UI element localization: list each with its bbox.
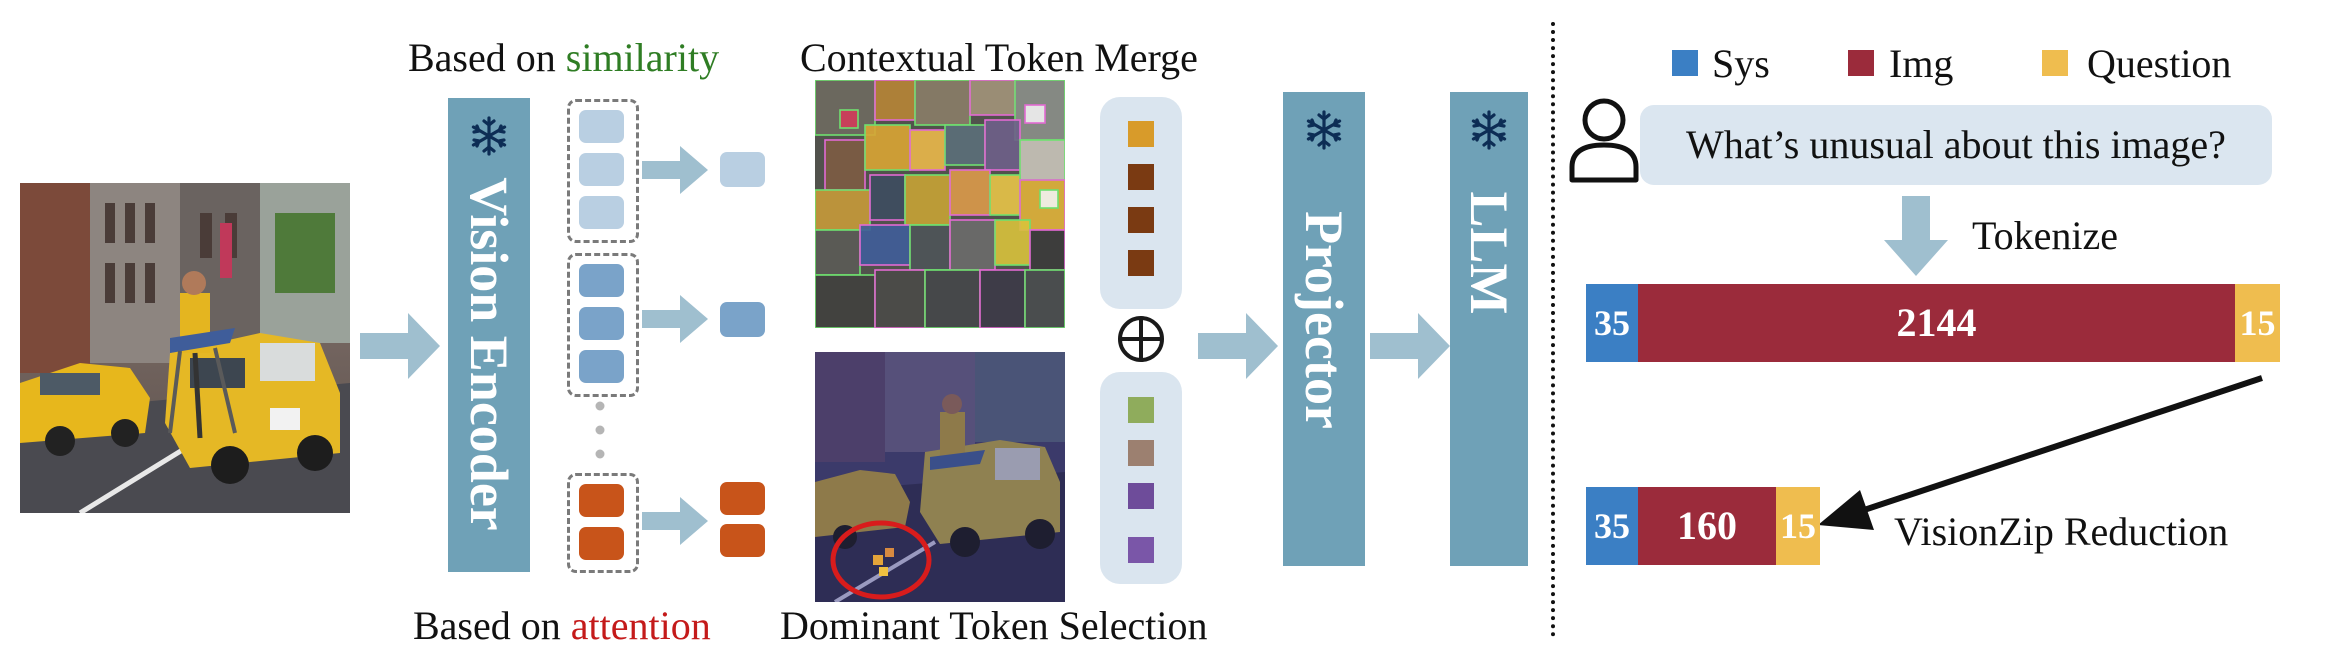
vision-encoder-block: Vision Encoder — [448, 98, 530, 572]
right-arrow-icon — [642, 146, 708, 194]
merged-token-mid — [720, 302, 765, 337]
selected-token-1 — [1128, 397, 1154, 423]
token-group-orange — [567, 473, 639, 573]
token-orange-1 — [579, 484, 624, 517]
token-light-3 — [579, 196, 624, 229]
selected-token-orange-2 — [720, 524, 765, 557]
similarity-prefix: Based on — [408, 35, 566, 80]
right-arrow-icon — [360, 313, 440, 379]
merged-token-2 — [1128, 164, 1154, 190]
token-light-1 — [579, 110, 624, 143]
legend-swatch-question — [2042, 50, 2068, 76]
merged-token-1 — [1128, 121, 1154, 147]
token-group-light — [567, 99, 639, 243]
bar-reduced-sys: 35 — [1586, 487, 1638, 565]
projector-label: Projector — [1294, 210, 1354, 429]
right-arrow-icon — [642, 497, 708, 545]
legend-label-img: Img — [1889, 41, 1954, 86]
selected-token-2 — [1128, 440, 1154, 466]
bar-reduced-question: 15 — [1776, 487, 1820, 565]
legend-label-question: Question — [2087, 41, 2232, 86]
down-arrow-icon — [1884, 196, 1948, 276]
dominant-caption: Dominant Token Selection — [780, 603, 1208, 648]
merged-token-4 — [1128, 250, 1154, 276]
snowflake-icon — [1471, 110, 1507, 150]
question-text: What’s unusual about this image? — [1686, 122, 2226, 167]
dominant-selection-image — [815, 352, 1065, 602]
right-arrow-icon — [1370, 313, 1450, 379]
input-image — [20, 183, 350, 513]
bar-full-question: 15 — [2235, 284, 2280, 362]
attention-prefix: Based on — [413, 603, 571, 648]
merged-token-3 — [1128, 207, 1154, 233]
similarity-caption: Based on similarity — [408, 38, 719, 78]
legend-swatch-sys — [1672, 50, 1698, 76]
token-mid-2 — [579, 307, 624, 340]
legend-label-sys: Sys — [1712, 41, 1770, 86]
token-light-2 — [579, 153, 624, 186]
attention-caption: Based on attention — [413, 606, 711, 646]
question-bubble: What’s unusual about this image? — [1640, 105, 2272, 185]
token-bar-full: 35 2144 15 — [1586, 284, 2280, 362]
reduction-label: VisionZip Reduction — [1894, 509, 2229, 554]
attention-highlight: attention — [570, 603, 711, 648]
contextual-merge-image — [815, 80, 1065, 328]
token-mid-1 — [579, 264, 624, 297]
selected-token-4 — [1128, 537, 1154, 563]
vision-encoder-label: Vision Encoder — [459, 177, 519, 531]
snowflake-icon — [1306, 110, 1342, 150]
selected-token-orange-1 — [720, 482, 765, 515]
snowflake-icon — [471, 116, 507, 156]
contextual-caption: Contextual Token Merge — [800, 35, 1198, 80]
similarity-highlight: similarity — [565, 35, 720, 80]
bar-full-sys: 35 — [1586, 284, 1638, 362]
token-group-mid — [567, 253, 639, 397]
token-mid-3 — [579, 350, 624, 383]
section-divider — [1551, 22, 1555, 637]
ellipsis-dots — [595, 401, 605, 459]
tokenize-label: Tokenize — [1972, 213, 2119, 258]
token-orange-2 — [579, 527, 624, 560]
bar-reduced-img: 160 — [1638, 487, 1776, 565]
token-bar-reduced: 35 160 15 — [1586, 487, 1820, 565]
selected-token-3 — [1128, 483, 1154, 509]
llm-block: LLM — [1450, 92, 1528, 566]
legend-swatch-img — [1848, 50, 1874, 76]
merged-token-light — [720, 152, 765, 187]
right-arrow-icon — [1198, 313, 1278, 379]
llm-label: LLM — [1459, 191, 1519, 315]
attention-highlight-circle — [830, 520, 932, 600]
diagonal-arrow-icon — [1818, 375, 2263, 530]
circle-plus-icon — [1118, 316, 1164, 362]
bar-full-img: 2144 — [1638, 284, 2235, 362]
projector-block: Projector — [1283, 92, 1365, 566]
right-arrow-icon — [642, 295, 708, 343]
user-icon — [1569, 98, 1639, 183]
